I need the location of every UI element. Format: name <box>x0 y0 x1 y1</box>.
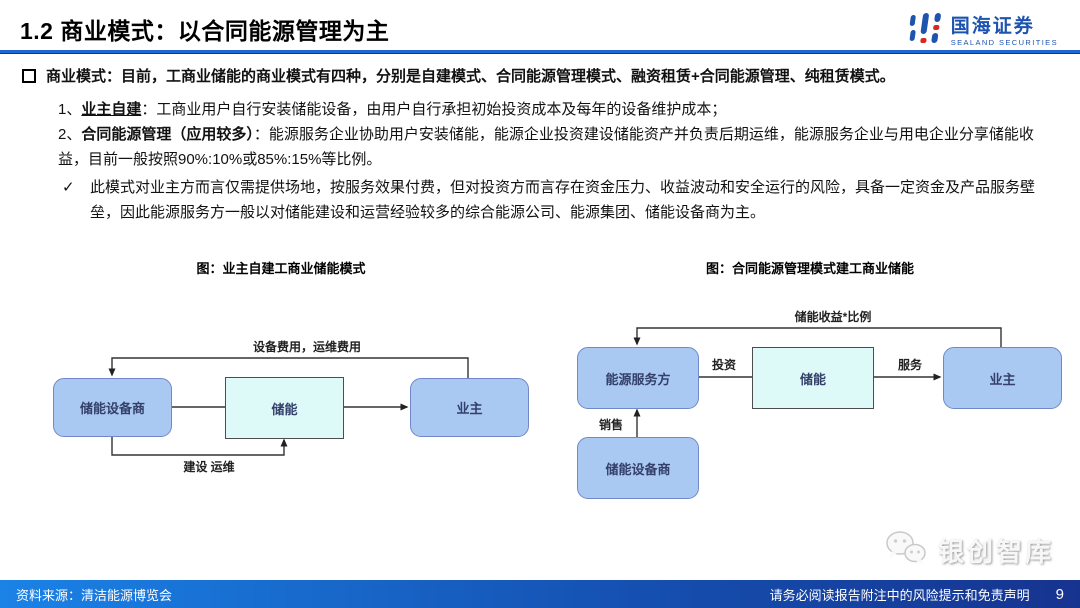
node-owner: 业主 <box>943 347 1062 409</box>
check-icon: ✓ <box>62 179 75 196</box>
left-figure: 储能设备商 储能 业主 设备费用，运维费用 建设 运维 <box>40 330 540 480</box>
lead-text: 商业模式：目前，工商业储能的商业模式有四种，分别是自建模式、合同能源管理模式、融… <box>46 68 895 85</box>
edge-label-build-om: 建设 运维 <box>183 460 235 474</box>
source-note: 资料来源：清洁能源博览会 <box>16 587 173 603</box>
node-owner: 业主 <box>410 378 529 437</box>
item1-label: 业主自建 <box>81 101 142 118</box>
right-figure-caption: 图：合同能源管理模式建工商业储能 <box>705 261 914 276</box>
item1-prefix: 1、 <box>58 101 82 118</box>
edge-label-sale: 销售 <box>598 418 623 432</box>
disclaimer-text: 请务必阅读报告附注中的风险提示和免责声明 <box>769 587 1030 603</box>
lead-paragraph: 商业模式：目前，工商业储能的商业模式有四种，分别是自建模式、合同能源管理模式、融… <box>20 64 1062 89</box>
check-note: ✓ 此模式对业主方而言仅需提供场地，按服务效果付费，但对投资方而言存在资金压力、… <box>62 175 1062 225</box>
footer-right: 请务必阅读报告附注中的风险提示和免责声明 9 <box>770 585 1064 604</box>
logo-name-en: SEALAND SECURITIES <box>950 37 1058 47</box>
edge-label-fees: 设备费用，运维费用 <box>252 340 361 354</box>
page-title: 1.2 商业模式：以合同能源管理为主 <box>20 18 390 44</box>
watermark-text: 银创智库 <box>937 537 1054 567</box>
list-item-1: 1、业主自建：工商业用户自行安装储能设备，由用户自行承担初始投资成本及每年的设备… <box>58 97 1062 122</box>
wechat-icon <box>883 529 929 572</box>
edge-label-invest: 投资 <box>711 358 736 372</box>
left-figure-caption: 图：业主自建工商业储能模式 <box>196 261 366 276</box>
footer-bar: 资料来源：清洁能源博览会 请务必阅读报告附注中的风险提示和免责声明 9 <box>0 580 1080 608</box>
square-bullet-icon <box>22 69 36 83</box>
item2-text: ：能源服务企业协助用户安装储能，能源企业投资建设储能资产并负责后期运维，能源服务… <box>58 126 1034 168</box>
node-storage-vendor: 储能设备商 <box>577 437 699 499</box>
sealand-logo-icon <box>906 8 944 55</box>
check-text: 此模式对业主方而言仅需提供场地，按服务效果付费，但对投资方而言存在资金压力、收益… <box>90 179 1036 221</box>
right-figure-connectors <box>633 327 1002 437</box>
list-item-2: 2、合同能源管理（应用较多）：能源服务企业协助用户安装储能，能源企业投资建设储能… <box>58 122 1062 172</box>
node-energy-service-provider: 能源服务方 <box>577 347 699 409</box>
title-divider-shadow <box>0 53 1080 54</box>
node-storage: 储能 <box>225 377 344 439</box>
item1-text: ：工商业用户自行安装储能设备，由用户自行承担初始投资成本及每年的设备维护成本； <box>141 101 727 118</box>
page-number: 9 <box>1055 585 1064 603</box>
logo-text: 国海证券 SEALAND SECURITIES <box>951 17 1058 47</box>
item2-prefix: 2、 <box>58 126 82 143</box>
body-copy: 商业模式：目前，工商业储能的商业模式有四种，分别是自建模式、合同能源管理模式、融… <box>20 64 1062 225</box>
edge-label-revenue-share: 储能收益*比例 <box>794 310 872 324</box>
node-storage: 储能 <box>752 347 874 409</box>
edge-label-service: 服务 <box>897 358 922 372</box>
left-figure-connectors <box>108 357 469 456</box>
company-logo: 国海证券 SEALAND SECURITIES <box>906 8 1058 55</box>
item2-label: 合同能源管理（应用较多） <box>81 126 254 143</box>
title-divider <box>0 50 1080 53</box>
watermark: 银创智库 <box>883 529 1054 572</box>
node-storage-vendor: 储能设备商 <box>53 378 172 437</box>
logo-name-cn: 国海证券 <box>950 15 1035 37</box>
right-figure: 能源服务方 储能 业主 储能设备商 储能收益*比例 投资 服务 销售 <box>565 308 1070 508</box>
